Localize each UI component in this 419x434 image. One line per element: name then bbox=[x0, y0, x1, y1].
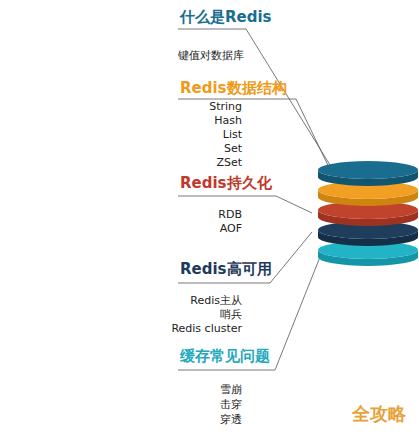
section-heading: 缓存常见问题 bbox=[180, 347, 270, 365]
section-heading: Redis高可用 bbox=[180, 260, 272, 278]
item-text: 穿透 bbox=[220, 413, 242, 426]
leader-lines bbox=[178, 29, 336, 370]
section-heading: 什么是Redis bbox=[180, 8, 272, 26]
item-text: 哨兵 bbox=[220, 308, 242, 321]
item-text: Redis cluster bbox=[171, 322, 242, 335]
item-text: List bbox=[223, 128, 242, 141]
item-text: AOF bbox=[220, 222, 242, 235]
item-text: RDB bbox=[218, 208, 242, 221]
disk-stack bbox=[318, 161, 418, 266]
section-heading: Redis数据结构 bbox=[180, 79, 287, 97]
item-text: ZSet bbox=[216, 156, 242, 169]
leader-line bbox=[178, 232, 312, 283]
disk-top bbox=[318, 161, 418, 179]
item-text: Redis主从 bbox=[190, 294, 242, 307]
leader-line bbox=[178, 196, 312, 213]
leader-line bbox=[178, 29, 330, 165]
item-text: 键值对数据库 bbox=[178, 49, 244, 62]
leader-line bbox=[178, 99, 336, 182]
section-heading: Redis持久化 bbox=[180, 174, 272, 192]
item-text: String bbox=[209, 100, 242, 113]
watermark: 全攻略 bbox=[352, 403, 406, 425]
item-text: 雪崩 bbox=[220, 383, 242, 396]
item-text: 击穿 bbox=[220, 398, 242, 411]
item-text: Set bbox=[224, 142, 242, 155]
leader-line bbox=[178, 252, 322, 370]
item-text: Hash bbox=[214, 114, 242, 127]
